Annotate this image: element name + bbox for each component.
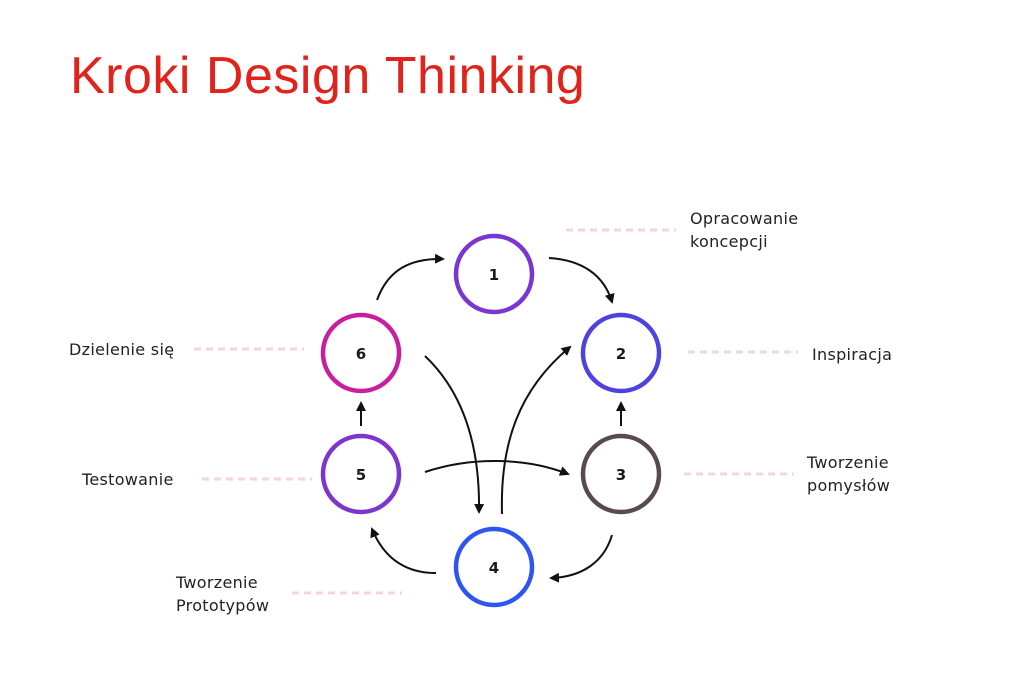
step-number-2: 2 [616, 345, 626, 363]
step-label-4-line-2: Prototypów [176, 596, 270, 615]
step-node-3: 3 [580, 433, 662, 515]
step-label-2: Inspiracja [812, 343, 892, 366]
step-circle-3 [580, 433, 662, 515]
step-label-1-line-1: Opracowanie [690, 209, 799, 228]
step-number-1: 1 [489, 266, 499, 284]
step-node-5: 5 [320, 433, 402, 515]
step-circle-4 [453, 526, 535, 608]
step-label-2-line-1: Inspiracja [812, 345, 893, 364]
step-node-4: 4 [453, 526, 535, 608]
step-label-6: Dzielenie się [69, 338, 174, 361]
step-label-3: Tworzenie pomysłów [807, 451, 890, 497]
arrow-4-to-5 [370, 527, 437, 574]
arrow-3-to-4 [549, 534, 613, 583]
step-node-6: 6 [320, 312, 402, 394]
arrow-1-to-2 [548, 257, 615, 304]
step-label-5: Testowanie [82, 468, 174, 491]
step-label-3-line-2: pomysłów [807, 476, 891, 495]
flow-arrows [356, 253, 626, 583]
step-label-3-line-1: Tworzenie [807, 453, 889, 472]
step-circle-5 [320, 433, 402, 515]
step-label-1-line-2: koncepcji [690, 232, 768, 251]
step-circle-2 [580, 312, 662, 394]
arrow-6-to-1 [376, 253, 445, 301]
arrow-4-to-2 [500, 345, 572, 515]
step-label-4: Tworzenie Prototypów [176, 571, 269, 617]
step-node-2: 2 [580, 312, 662, 394]
step-node-1: 1 [453, 233, 535, 315]
arrow-6-to-4 [424, 355, 485, 514]
step-circle-1 [453, 233, 535, 315]
step-number-4: 4 [489, 559, 499, 577]
step-number-5: 5 [356, 466, 366, 484]
page-title: Kroki Design Thinking [70, 47, 586, 105]
connector-lines [194, 228, 798, 595]
step-number-6: 6 [356, 345, 366, 363]
step-label-1: Opracowanie koncepcji [690, 207, 798, 253]
step-label-5-line-1: Testowanie [82, 470, 174, 489]
step-label-4-line-1: Tworzenie [176, 573, 258, 592]
step-number-3: 3 [616, 466, 626, 484]
step-circle-6 [320, 312, 402, 394]
step-label-6-line-1: Dzielenie się [69, 340, 175, 359]
arrow-5-to-3 [424, 460, 570, 476]
